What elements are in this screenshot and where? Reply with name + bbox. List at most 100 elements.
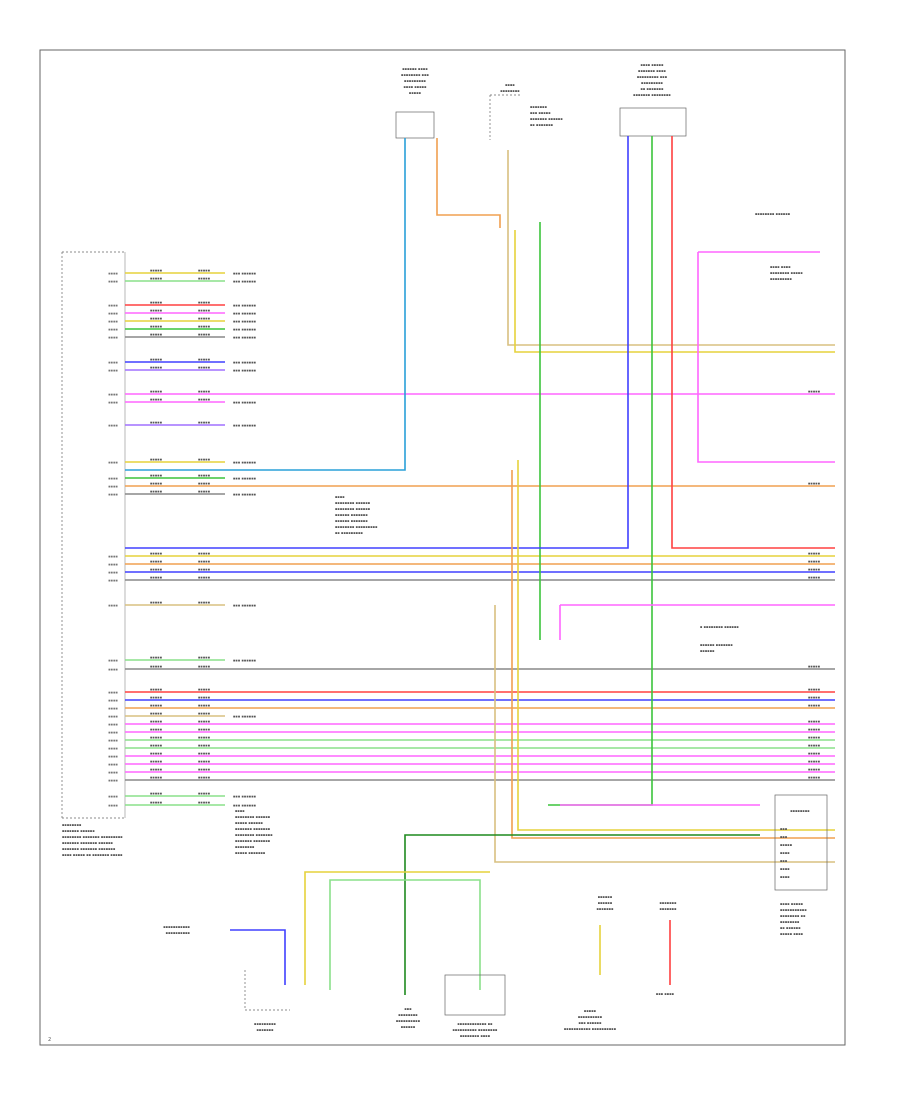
svg-text:▪▪▪▪: ▪▪▪▪ <box>235 809 245 813</box>
wire-code-right: ▪▪▪▪▪ <box>808 768 821 772</box>
wire-destination: ▪▪▪ ▪▪▪▪▪▪ <box>233 328 257 332</box>
wire-code: ▪▪▪▪▪ <box>150 696 163 700</box>
svg-text:▪▪▪▪▪▪▪ ▪▪▪▪▪▪▪: ▪▪▪▪▪▪▪ ▪▪▪▪▪▪▪ <box>235 827 271 831</box>
pin-label: ▪▪▪▪ <box>108 763 118 767</box>
svg-text:▪▪▪▪▪ ▪▪▪▪: ▪▪▪▪▪ ▪▪▪▪ <box>780 932 804 936</box>
pin-label: ▪▪▪▪ <box>108 739 118 743</box>
wire-code: ▪▪▪▪▪ <box>198 366 211 370</box>
svg-text:▪▪▪▪▪▪▪ ▪▪▪▪▪▪: ▪▪▪▪▪▪▪ ▪▪▪▪▪▪ <box>530 117 563 121</box>
wire-destination: ▪▪▪ ▪▪▪▪▪▪ <box>233 320 257 324</box>
svg-text:▪▪▪▪ ▪▪▪▪▪: ▪▪▪▪ ▪▪▪▪▪ <box>640 63 664 67</box>
svg-text:▪▪▪▪▪▪▪▪▪: ▪▪▪▪▪▪▪▪▪ <box>770 277 792 281</box>
wire-code: ▪▪▪▪▪ <box>150 358 163 362</box>
pin-label: ▪▪▪▪ <box>108 401 118 405</box>
svg-text:▪▪▪▪▪▪ ▪▪▪▪▪▪▪: ▪▪▪▪▪▪ ▪▪▪▪▪▪▪ <box>700 643 733 647</box>
wire-code: ▪▪▪▪▪ <box>150 712 163 716</box>
pin-label: ▪▪▪▪ <box>108 747 118 751</box>
wire-code: ▪▪▪▪▪ <box>150 421 163 425</box>
wire-code-right: ▪▪▪▪▪ <box>808 696 821 700</box>
svg-text:▪▪▪▪▪▪▪▪ ▪▪▪▪▪▪: ▪▪▪▪▪▪▪▪ ▪▪▪▪▪▪ <box>335 501 371 505</box>
svg-text:▪▪▪▪▪▪▪▪▪▪ ▪▪▪▪▪▪▪▪: ▪▪▪▪▪▪▪▪▪▪ ▪▪▪▪▪▪▪▪ <box>453 1028 499 1032</box>
connector-pin-rows: ▪▪▪▪ ▪▪▪▪ ▪▪▪▪ ▪▪▪▪ ▪▪▪▪ ▪▪▪▪ ▪▪▪▪ ▪▪▪▪ ▪▪▪▪ ▪▪▪▪… <box>108 272 118 808</box>
svg-text:▪▪▪▪: ▪▪▪▪ <box>335 495 345 499</box>
pin-label: ▪▪▪▪ <box>108 668 118 672</box>
pin-label: ▪▪▪▪ <box>108 715 118 719</box>
wire-code: ▪▪▪▪▪ <box>150 474 163 478</box>
svg-text:▪▪▪▪: ▪▪▪▪ <box>780 875 790 879</box>
wire-code: ▪▪▪▪▪ <box>150 301 163 305</box>
wire-destination: ▪▪▪ ▪▪▪▪▪▪ <box>233 369 257 373</box>
wire-code: ▪▪▪▪▪ <box>198 728 211 732</box>
wire-code: ▪▪▪▪▪ <box>150 366 163 370</box>
wire-code: ▪▪▪▪▪ <box>198 776 211 780</box>
svg-text:▪▪▪▪▪: ▪▪▪▪▪ <box>584 1009 597 1013</box>
wire-code: ▪▪▪▪▪ <box>198 704 211 708</box>
pin-label: ▪▪▪▪ <box>108 336 118 340</box>
svg-text:▪▪▪ ▪▪▪▪▪: ▪▪▪ ▪▪▪▪▪ <box>530 111 551 115</box>
wire-code: ▪▪▪▪▪ <box>198 601 211 605</box>
pin-label: ▪▪▪▪ <box>108 312 118 316</box>
wire-code: ▪▪▪▪▪ <box>198 277 211 281</box>
wire-code: ▪▪▪▪▪ <box>198 720 211 724</box>
svg-text:▪▪▪▪▪▪▪▪▪▪▪: ▪▪▪▪▪▪▪▪▪▪▪ <box>163 925 190 929</box>
svg-text:▪▪▪▪▪▪▪ ▪▪▪▪▪▪▪ ▪▪▪▪▪▪: ▪▪▪▪▪▪▪ ▪▪▪▪▪▪▪ ▪▪▪▪▪▪ <box>62 841 114 845</box>
svg-text:▪▪▪▪▪▪▪▪: ▪▪▪▪▪▪▪▪ <box>398 1013 418 1017</box>
pin-label: ▪▪▪▪ <box>108 563 118 567</box>
svg-text:▪▪▪▪▪▪▪▪▪▪: ▪▪▪▪▪▪▪▪▪▪ <box>578 1015 603 1019</box>
wire-code: ▪▪▪▪▪ <box>150 576 163 580</box>
right-side-labels: ▪▪▪▪▪▪▪▪ ▪▪▪▪▪▪ ▪▪▪▪ ▪▪▪▪ ▪▪▪▪▪▪▪▪ ▪▪▪▪▪… <box>700 212 803 653</box>
wire-code: ▪▪▪▪▪ <box>198 568 211 572</box>
wire-code: ▪▪▪▪▪ <box>150 768 163 772</box>
top-component-2: ▪▪▪▪ ▪▪▪▪▪▪▪▪ ▪▪▪▪▪▪▪ ▪▪▪ ▪▪▪▪▪ ▪▪▪▪▪▪▪ … <box>489 83 563 140</box>
svg-text:▪▪▪▪▪▪▪: ▪▪▪▪▪▪▪ <box>659 907 677 911</box>
svg-text:▪▪▪▪: ▪▪▪▪ <box>780 851 790 855</box>
svg-text:▪▪▪▪▪▪▪▪ ▪▪▪▪▪: ▪▪▪▪▪▪▪▪ ▪▪▪▪▪ <box>770 271 803 275</box>
svg-text:▪▪▪▪▪▪▪▪▪▪▪ ▪▪▪▪▪▪▪▪▪▪: ▪▪▪▪▪▪▪▪▪▪▪ ▪▪▪▪▪▪▪▪▪▪ <box>564 1027 617 1031</box>
wire-code: ▪▪▪▪▪ <box>150 728 163 732</box>
wire-destination: ▪▪▪ ▪▪▪▪▪▪ <box>233 280 257 284</box>
wire-code-right: ▪▪▪▪▪ <box>808 744 821 748</box>
wire-code: ▪▪▪▪▪ <box>198 656 211 660</box>
svg-text:▪▪ ▪▪▪▪▪▪▪: ▪▪ ▪▪▪▪▪▪▪ <box>640 87 664 91</box>
svg-text:▪▪▪▪▪▪▪▪: ▪▪▪▪▪▪▪▪ <box>790 809 810 813</box>
wire-code: ▪▪▪▪▪ <box>198 301 211 305</box>
wire-code: ▪▪▪▪▪ <box>150 801 163 805</box>
wire-destination: ▪▪▪ ▪▪▪▪▪▪ <box>233 272 257 276</box>
module-description: ▪▪▪▪▪▪▪▪ ▪▪▪▪▪▪▪ ▪▪▪▪▪▪ ▪▪▪▪▪▪▪▪ ▪▪▪▪▪▪▪… <box>62 823 123 857</box>
svg-text:▪▪▪▪: ▪▪▪▪ <box>505 83 515 87</box>
wire-code: ▪▪▪▪▪ <box>198 317 211 321</box>
wire-code: ▪▪▪▪▪ <box>150 458 163 462</box>
wire-code: ▪▪▪▪▪ <box>150 277 163 281</box>
wire-code-right: ▪▪▪▪▪ <box>808 390 821 394</box>
pin-label: ▪▪▪▪ <box>108 771 118 775</box>
svg-text:▪▪▪▪▪▪ ▪▪▪▪▪▪▪: ▪▪▪▪▪▪ ▪▪▪▪▪▪▪ <box>335 519 368 523</box>
wire-destination: ▪▪▪ ▪▪▪▪▪▪ <box>233 424 257 428</box>
svg-text:▪▪▪▪▪▪ ▪▪▪▪▪▪▪: ▪▪▪▪▪▪ ▪▪▪▪▪▪▪ <box>335 513 368 517</box>
svg-text:▪▪▪▪▪▪: ▪▪▪▪▪▪ <box>598 901 613 905</box>
wire-code: ▪▪▪▪▪ <box>150 760 163 764</box>
svg-text:▪▪▪▪▪▪▪▪▪▪▪▪ ▪▪: ▪▪▪▪▪▪▪▪▪▪▪▪ ▪▪ <box>457 1022 493 1026</box>
wire-code: ▪▪▪▪▪ <box>198 458 211 462</box>
pin-label: ▪▪▪▪ <box>108 393 118 397</box>
wire-code: ▪▪▪▪▪ <box>198 712 211 716</box>
top-component-1: ▪▪▪▪▪▪ ▪▪▪▪ ▪▪▪▪▪▪▪▪ ▪▪▪ ▪▪▪▪▪▪▪▪▪ ▪▪▪▪ … <box>395 67 435 139</box>
wire-code-right: ▪▪▪▪▪ <box>808 688 821 692</box>
wire-code: ▪▪▪▪▪ <box>150 317 163 321</box>
wire-code-right: ▪▪▪▪▪ <box>808 482 821 486</box>
svg-text:▪▪▪: ▪▪▪ <box>780 835 788 839</box>
wire-code: ▪▪▪▪▪ <box>150 490 163 494</box>
wire-code-right: ▪▪▪▪▪ <box>808 568 821 572</box>
wire-code: ▪▪▪▪▪ <box>150 792 163 796</box>
svg-text:▪▪ ▪▪▪▪▪▪▪: ▪▪ ▪▪▪▪▪▪▪ <box>530 123 554 127</box>
svg-text:▪▪▪▪▪▪: ▪▪▪▪▪▪ <box>401 1025 416 1029</box>
wire-code-right: ▪▪▪▪▪ <box>808 720 821 724</box>
vertical-wires <box>125 136 835 863</box>
svg-text:▪▪▪▪▪▪▪▪▪▪▪: ▪▪▪▪▪▪▪▪▪▪▪ <box>780 908 807 912</box>
wire-code: ▪▪▪▪▪ <box>150 688 163 692</box>
wire-code: ▪▪▪▪▪ <box>150 720 163 724</box>
wire-code-right: ▪▪▪▪▪ <box>808 760 821 764</box>
wire-code: ▪▪▪▪▪ <box>198 760 211 764</box>
pin-label: ▪▪▪▪ <box>108 571 118 575</box>
wire-code: ▪▪▪▪▪ <box>150 665 163 669</box>
